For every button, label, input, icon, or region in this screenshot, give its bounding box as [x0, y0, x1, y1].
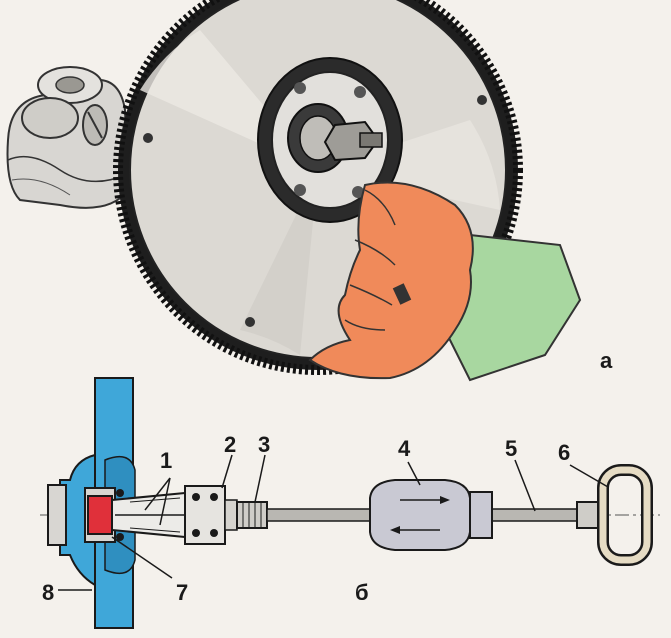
- callout-6: 6: [558, 440, 570, 465]
- leader-lines: [58, 454, 609, 591]
- callout-3: 3: [258, 432, 270, 457]
- panel-a-drawing: [6, 0, 582, 382]
- panel-b-drawing: [40, 377, 660, 629]
- threaded-coupling: [236, 501, 268, 529]
- nut-block: [184, 485, 238, 545]
- puller-collet: [111, 491, 186, 539]
- handle-ring: [597, 464, 653, 566]
- slide-hammer: [369, 479, 493, 551]
- callout-4: 4: [398, 436, 411, 461]
- flywheel-hub: [257, 57, 403, 223]
- callout-7: 7: [176, 580, 188, 605]
- callout-2: 2: [224, 432, 236, 457]
- hand-with-sleeve: [308, 181, 582, 382]
- panel-b-label: б: [355, 580, 369, 605]
- panel-a-label: а: [600, 348, 613, 373]
- callout-1: 1: [160, 448, 172, 473]
- callout-8: 8: [42, 580, 54, 605]
- callout-5: 5: [505, 436, 517, 461]
- bearing: [84, 487, 124, 543]
- crankshaft-block: [6, 66, 130, 209]
